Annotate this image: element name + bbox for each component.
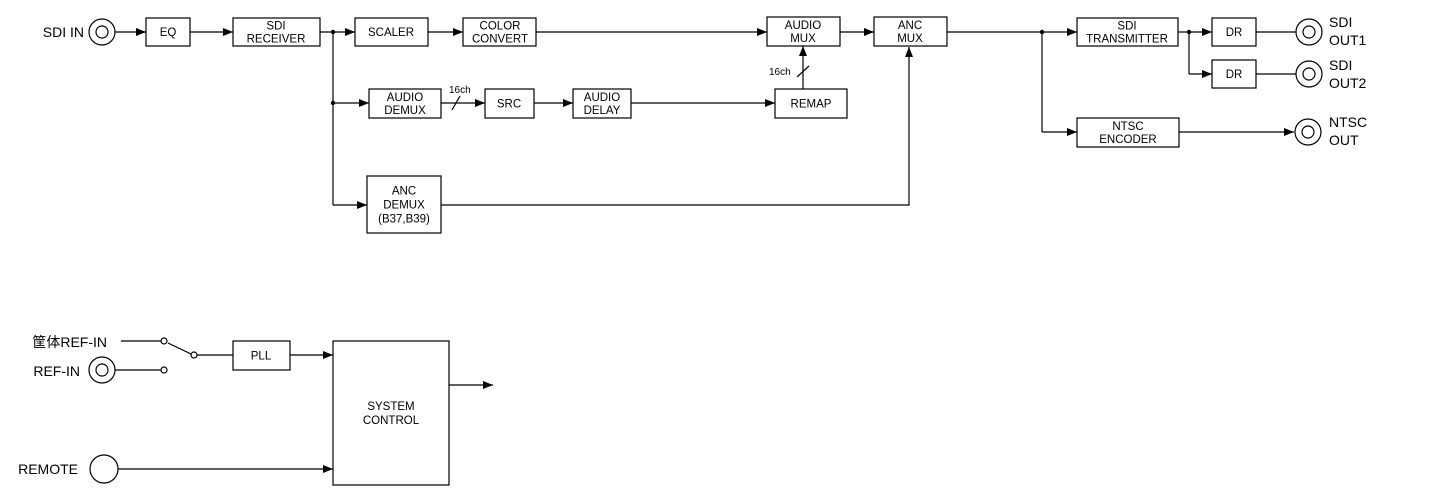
ntsc-out-connector bbox=[1294, 118, 1322, 146]
pll-block: PLL bbox=[232, 340, 291, 371]
scaler-label: SCALER bbox=[368, 27, 414, 39]
sdi-in-connector bbox=[88, 18, 116, 46]
channel-count-remap: 16ch bbox=[769, 67, 791, 78]
pll-label: PLL bbox=[251, 351, 272, 363]
switch-contact bbox=[160, 337, 168, 345]
junction-dot bbox=[1039, 29, 1045, 35]
switch-contact bbox=[160, 366, 168, 374]
channel-count-demux: 16ch bbox=[449, 85, 471, 96]
remap-block: REMAP bbox=[774, 88, 848, 119]
src-block: SRC bbox=[484, 88, 535, 119]
ref-in-label: REF-IN bbox=[33, 363, 80, 379]
remote-connector bbox=[89, 454, 119, 484]
bus-slash bbox=[451, 95, 461, 111]
switch-common bbox=[190, 351, 198, 359]
dr1-block: DR bbox=[1211, 17, 1257, 47]
connectors bbox=[88, 18, 1323, 484]
src-label: SRC bbox=[497, 99, 521, 111]
eq-block: EQ bbox=[145, 17, 191, 47]
junction-dot bbox=[1186, 29, 1192, 35]
dr1-label: DR bbox=[1226, 27, 1243, 39]
signal-wires bbox=[115, 28, 1296, 473]
sdi-out2-connector bbox=[1295, 60, 1323, 88]
chassis-ref-in-label: 筐体REF-IN bbox=[32, 334, 107, 350]
sdi-out1-connector bbox=[1295, 18, 1323, 46]
dr2-label: DR bbox=[1226, 69, 1243, 81]
sdi-in-label: SDI IN bbox=[43, 24, 84, 40]
scaler-block: SCALER bbox=[354, 17, 429, 47]
remap-label: REMAP bbox=[791, 99, 832, 111]
switch-lever bbox=[167, 342, 192, 355]
dr2-block: DR bbox=[1211, 59, 1257, 89]
eq-label: EQ bbox=[160, 27, 177, 39]
bus-slash bbox=[796, 65, 810, 78]
remote-label: REMOTE bbox=[18, 461, 78, 477]
junction-dot bbox=[330, 29, 336, 35]
ref-in-connector bbox=[88, 356, 116, 384]
wire-ancdemux-ancmux bbox=[441, 47, 913, 206]
